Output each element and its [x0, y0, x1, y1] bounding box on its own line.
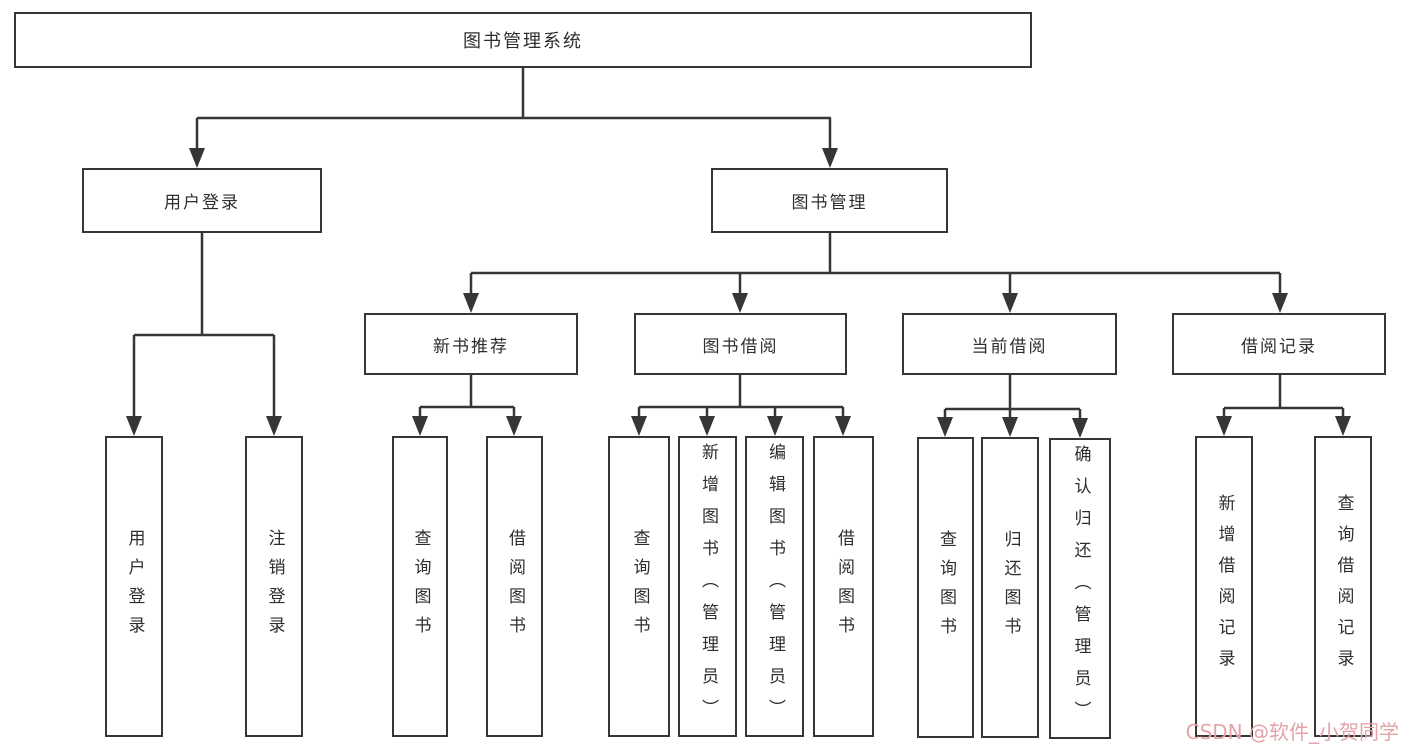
leaf-query-books-recommend: 查询图书 — [392, 436, 448, 737]
node-label: 当前借阅 — [971, 336, 1048, 357]
node-label: 查询图书 — [936, 529, 956, 646]
leaf-query-books-borrow: 查询图书 — [608, 436, 670, 737]
node-label: 查询图书 — [629, 528, 650, 645]
node-label: 新书推荐 — [433, 336, 509, 357]
node-label: 确认归还（管理员） — [1070, 444, 1091, 733]
leaf-query-borrow-record: 查询借阅记录 — [1314, 436, 1372, 737]
node-label: 用户登录 — [164, 193, 240, 213]
node-label: 借阅图书 — [834, 528, 854, 645]
leaf-user-login: 用户登录 — [105, 436, 163, 737]
leaf-query-books-current: 查询图书 — [917, 437, 974, 738]
node-label: 图书管理系统 — [463, 31, 583, 52]
leaf-add-books-admin: 新增图书（管理员） — [678, 436, 737, 737]
node-current-borrow: 当前借阅 — [902, 313, 1117, 375]
csdn-watermark: CSDN @软件_小贺同学 — [1185, 720, 1399, 744]
node-label: 归还图书 — [1000, 529, 1021, 646]
leaf-confirm-return-admin: 确认归还（管理员） — [1049, 438, 1111, 739]
node-label: 借阅记录 — [1241, 336, 1317, 357]
node-book-borrow: 图书借阅 — [634, 313, 847, 375]
node-label: 查询借阅记录 — [1333, 493, 1354, 680]
leaf-logout: 注销登录 — [245, 436, 303, 737]
node-label: 新增借阅记录 — [1214, 493, 1235, 680]
node-user-login: 用户登录 — [82, 168, 322, 233]
node-label: 新增图书（管理员） — [698, 442, 718, 731]
leaf-return-books: 归还图书 — [981, 437, 1039, 738]
node-borrow-records: 借阅记录 — [1172, 313, 1386, 375]
connector-borrow-records-to-leaves — [1216, 375, 1351, 436]
node-label: 注销登录 — [264, 528, 285, 645]
node-label: 编辑图书（管理员） — [765, 442, 785, 731]
node-label: 图书管理 — [791, 193, 868, 213]
leaf-borrow-books-recommend: 借阅图书 — [486, 436, 543, 737]
leaf-borrow-books: 借阅图书 — [813, 436, 874, 737]
connector-book-borrow-to-leaves — [631, 375, 851, 436]
connector-current-borrow-to-leaves — [937, 375, 1088, 438]
node-book-management: 图书管理 — [711, 168, 948, 233]
node-root: 图书管理系统 — [14, 12, 1032, 68]
leaf-add-borrow-record: 新增借阅记录 — [1195, 436, 1253, 737]
node-new-book-recommend: 新书推荐 — [364, 313, 578, 375]
connector-new-books-to-leaves — [412, 375, 522, 436]
node-label: 用户登录 — [124, 528, 145, 645]
connector-book-management-to-level3 — [463, 233, 1288, 313]
connector-root-to-level2 — [189, 68, 838, 168]
leaf-edit-books-admin: 编辑图书（管理员） — [745, 436, 804, 737]
node-label: 图书借阅 — [702, 336, 779, 357]
node-label: 查询图书 — [410, 528, 431, 645]
node-label: 借阅图书 — [505, 528, 525, 645]
connector-user-login-to-leaves — [126, 233, 282, 436]
